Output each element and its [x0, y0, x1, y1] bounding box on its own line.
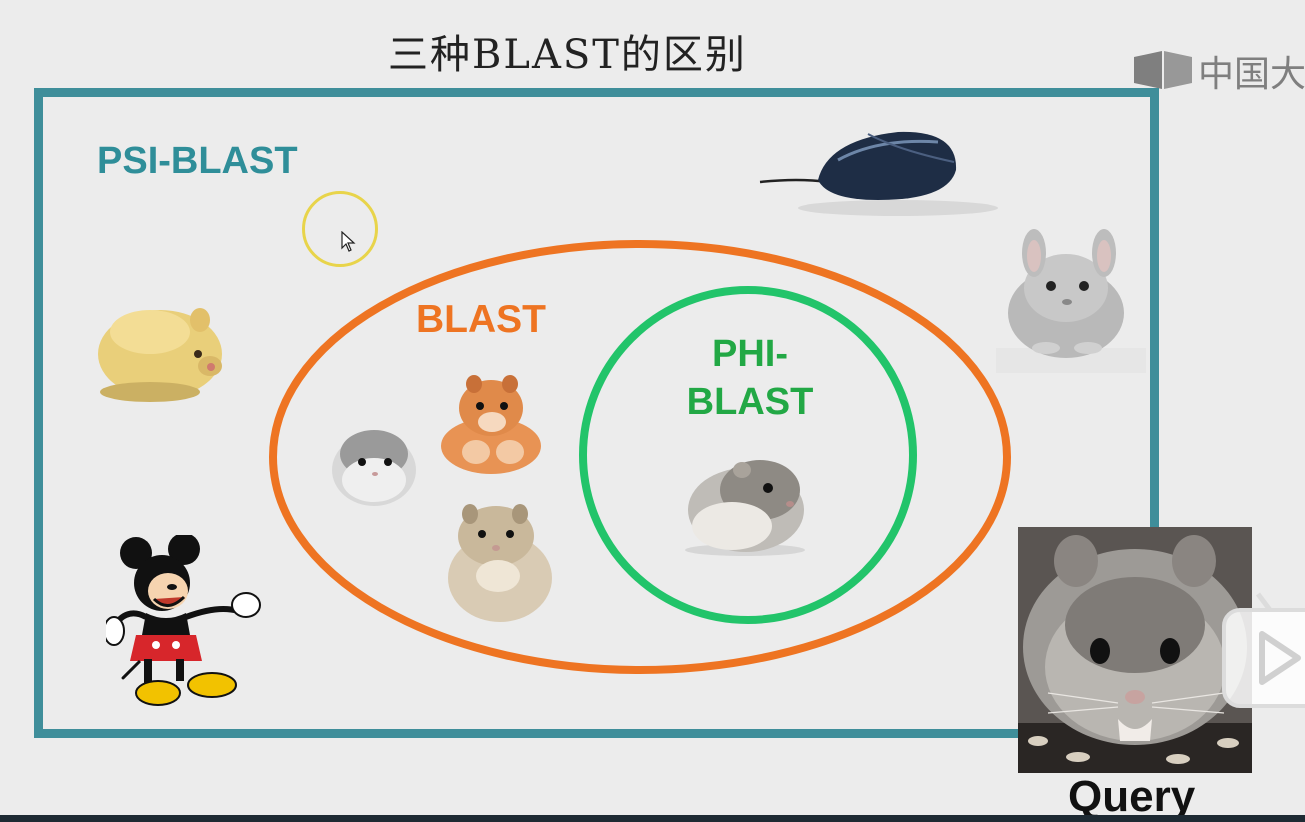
blast-label: BLAST [416, 298, 546, 341]
hamster-icon [685, 460, 805, 556]
video-progress-bar[interactable] [0, 815, 1305, 822]
mickey-mouse-icon [106, 535, 261, 706]
cursor-highlight [302, 191, 378, 267]
psi-blast-frame [34, 88, 1159, 738]
blast-ellipse [269, 240, 1011, 674]
hamster-icon [448, 504, 552, 622]
plush-hamster-icon [98, 308, 222, 402]
hamster-icon [1018, 527, 1252, 773]
watermark: 中国大 [1132, 46, 1305, 96]
cursor-icon [341, 231, 356, 252]
query-hamster-photo [1018, 527, 1252, 773]
hamster-icon [441, 375, 541, 474]
query-label: Query [1068, 772, 1196, 821]
phi-blast-label: PHI- BLAST [680, 330, 820, 426]
chinchilla-icon [996, 229, 1146, 373]
hamster-icon [332, 430, 416, 506]
phi-blast-circle [579, 286, 917, 624]
logo-icon [1134, 51, 1192, 89]
phi-blast-label-line1: PHI- [712, 333, 788, 375]
phi-blast-label-line2: BLAST [686, 381, 814, 423]
play-button-icon[interactable] [1222, 590, 1305, 710]
slide-title: 三种BLAST的区别 [388, 32, 747, 78]
watermark-text: 中国大 [1198, 54, 1305, 95]
psi-blast-label: PSI-BLAST [97, 140, 298, 182]
computer-mouse-icon [759, 131, 998, 216]
